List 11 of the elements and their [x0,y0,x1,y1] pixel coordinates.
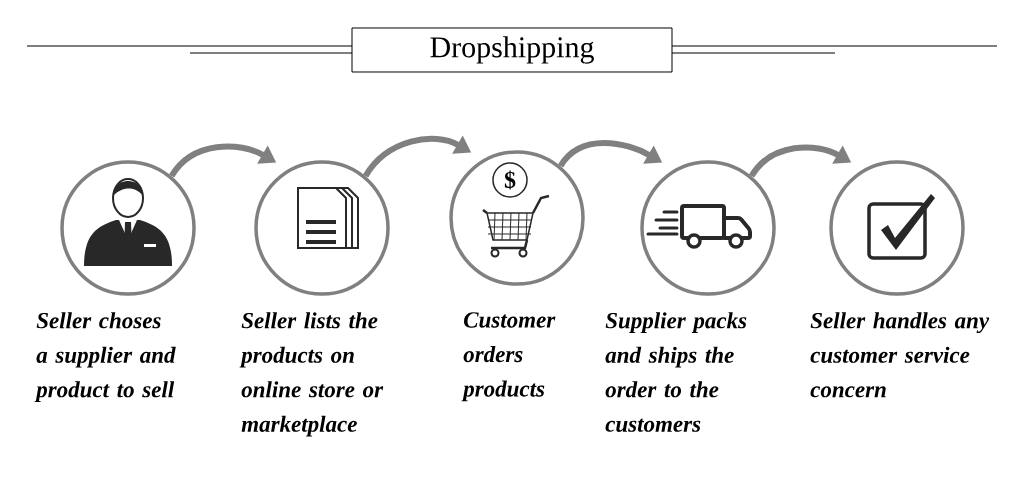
title-box: Dropshipping [351,27,673,73]
step-label: Seller lists the products on online store or marketplace [239,312,384,437]
icon-circle [60,160,196,296]
icon-circle [640,160,776,296]
step-label: Customer orders products [461,312,556,402]
icon-circle [449,150,585,286]
icon-circle [254,160,390,296]
step-label: Seller handles any customer service concern [810,312,990,398]
step-label: Supplier packs and ships the order to the customers [605,312,747,432]
icon-circle [829,160,965,296]
step-label: Seller choses a supplier and product to sell [34,312,176,403]
